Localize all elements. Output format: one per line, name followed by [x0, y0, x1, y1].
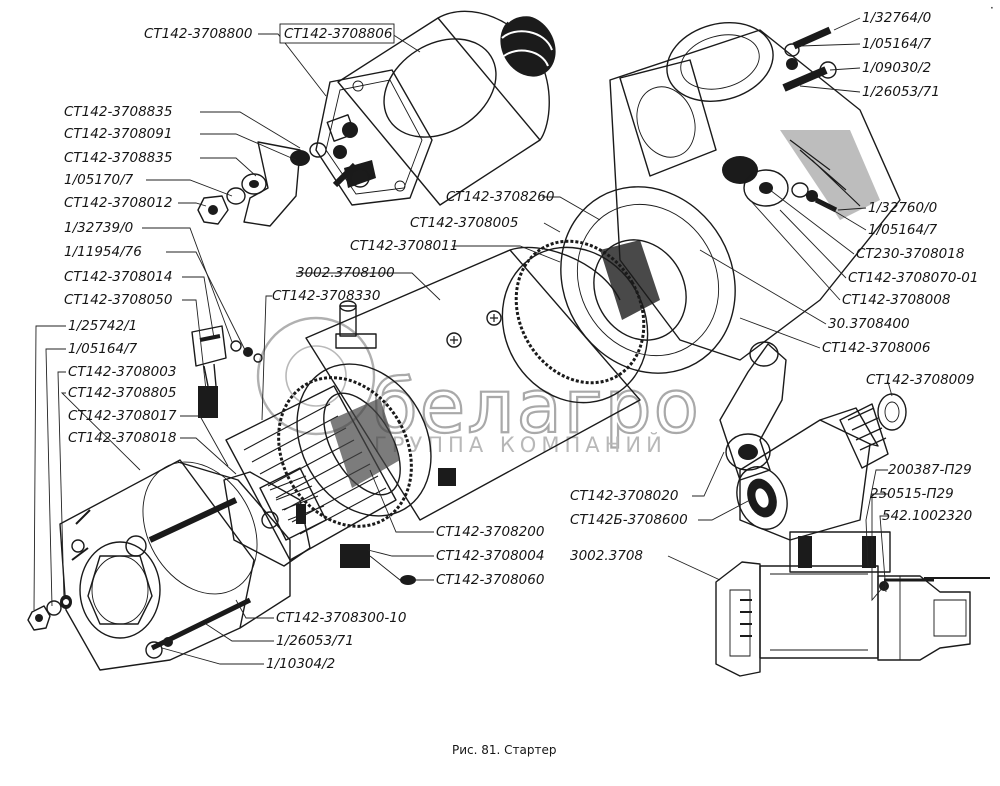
label-542-1002320: 542.1002320	[882, 508, 972, 524]
brush-upper	[198, 386, 218, 418]
label-ct142-3708005: CT142-3708005	[410, 215, 518, 231]
solenoid-relay-drawing	[197, 10, 557, 227]
label-3002-3708: 3002.3708	[570, 548, 643, 564]
solenoid-terminals	[326, 114, 376, 188]
label-200387-p29: 200387-П29	[888, 462, 972, 478]
label-1-05164-7-b: 1/05164/7	[862, 36, 932, 52]
label-ct142-3708020: CT142-3708020	[570, 488, 678, 504]
label-ct142-3708009: CT142-3708009	[866, 372, 974, 388]
label-ct142-3708050: CT142-3708050	[64, 292, 172, 308]
label-ct142-3708200: CT142-3708200	[436, 524, 544, 540]
watermark: белагро ГРУППА КОМПАНИЙ	[256, 316, 701, 457]
watermark-brand: белагро	[372, 364, 701, 450]
commutator-end-housing-drawing	[27, 459, 311, 671]
label-1-25742-1: 1/25742/1	[68, 318, 137, 334]
armature-drawing	[148, 385, 401, 561]
figure-caption: Рис. 81. Стартер	[452, 743, 557, 757]
label-1-26053-71-b: 1/26053/71	[276, 633, 354, 649]
label-1-26053-71-a: 1/26053/71	[862, 84, 940, 100]
label-ct142-3708008: CT142-3708008	[842, 292, 950, 308]
label-ct142-3708060: CT142-3708060	[436, 572, 544, 588]
corner-mark: ·	[990, 1, 994, 15]
label-1-11954-76: 1/11954/76	[64, 244, 142, 260]
drive-pinion-drawing	[719, 341, 907, 541]
label-box-3708806	[279, 23, 395, 44]
label-ct142-3708014: CT142-3708014	[64, 269, 172, 285]
watermark-logo-ring	[256, 316, 376, 436]
label-1-32739-0: 1/32739/0	[64, 220, 133, 236]
label-1-32760-0: 1/32760/0	[868, 200, 937, 216]
label-1-05170-7: 1/05170/7	[64, 172, 134, 188]
o-ring-front	[514, 239, 646, 385]
label-3002-3708100: 3002.3708100	[296, 265, 395, 281]
label-ct142-3708806: CT142-3708806	[284, 26, 392, 42]
label-ct142-3708835-b: CT142-3708835	[64, 150, 172, 166]
brush-lower	[340, 544, 370, 568]
label-ct142b-3708600: CT142Б-3708600	[570, 512, 688, 528]
label-ct142-3708004: CT142-3708004	[436, 548, 544, 564]
callout-labels: CT142-3708800 CT142-3708806 CT142-370883…	[64, 10, 979, 672]
label-250515-p29: 250515-П29	[870, 486, 954, 502]
label-ct142-3708091: CT142-3708091	[64, 126, 172, 142]
washer-stack	[27, 595, 72, 631]
rubber-boot	[500, 14, 557, 77]
label-1-32764-0: 1/32764/0	[862, 10, 931, 26]
terminal-hardware	[197, 141, 327, 227]
label-1-10304-2: 1/10304/2	[266, 656, 335, 672]
label-ct142-3708006: CT142-3708006	[822, 340, 930, 356]
label-ct142-3708003: CT142-3708003	[68, 364, 176, 380]
label-ct142-3708260: CT142-3708260	[446, 189, 554, 205]
brush-parts-drawing	[191, 325, 416, 585]
label-ct142-3708330: CT142-3708330	[272, 288, 380, 304]
label-ct230-3708018: CT230-3708018	[856, 246, 964, 262]
o-ring-rear	[277, 376, 413, 528]
label-1-05164-7-a: 1/05164/7	[68, 341, 138, 357]
watermark-subtitle: ГРУППА КОМПАНИЙ	[374, 432, 667, 457]
label-ct142-3708835-a: CT142-3708835	[64, 104, 172, 120]
label-ct142-3708070-01: CT142-3708070-01	[848, 270, 979, 286]
label-ct142-3708805: CT142-3708805	[68, 385, 176, 401]
label-ct142-3708018: CT142-3708018	[68, 430, 176, 446]
label-ct142-3708012: CT142-3708012	[64, 195, 172, 211]
leader-lines	[33, 17, 893, 665]
assembled-starter-drawing	[715, 531, 990, 677]
label-1-05164-7-c: 1/05164/7	[868, 222, 938, 238]
label-30-3708400: 30.3708400	[828, 316, 910, 332]
label-ct142-3708017: CT142-3708017	[68, 408, 177, 424]
label-1-09030-2: 1/09030/2	[862, 60, 931, 76]
label-ct142-3708800: CT142-3708800	[144, 26, 252, 42]
label-ct142-3708011: CT142-3708011	[350, 238, 458, 254]
watermark-logo-inner	[285, 345, 347, 407]
label-ct142-3708300-10: CT142-3708300-10	[276, 610, 407, 626]
drive-end-housing-drawing	[560, 22, 901, 374]
